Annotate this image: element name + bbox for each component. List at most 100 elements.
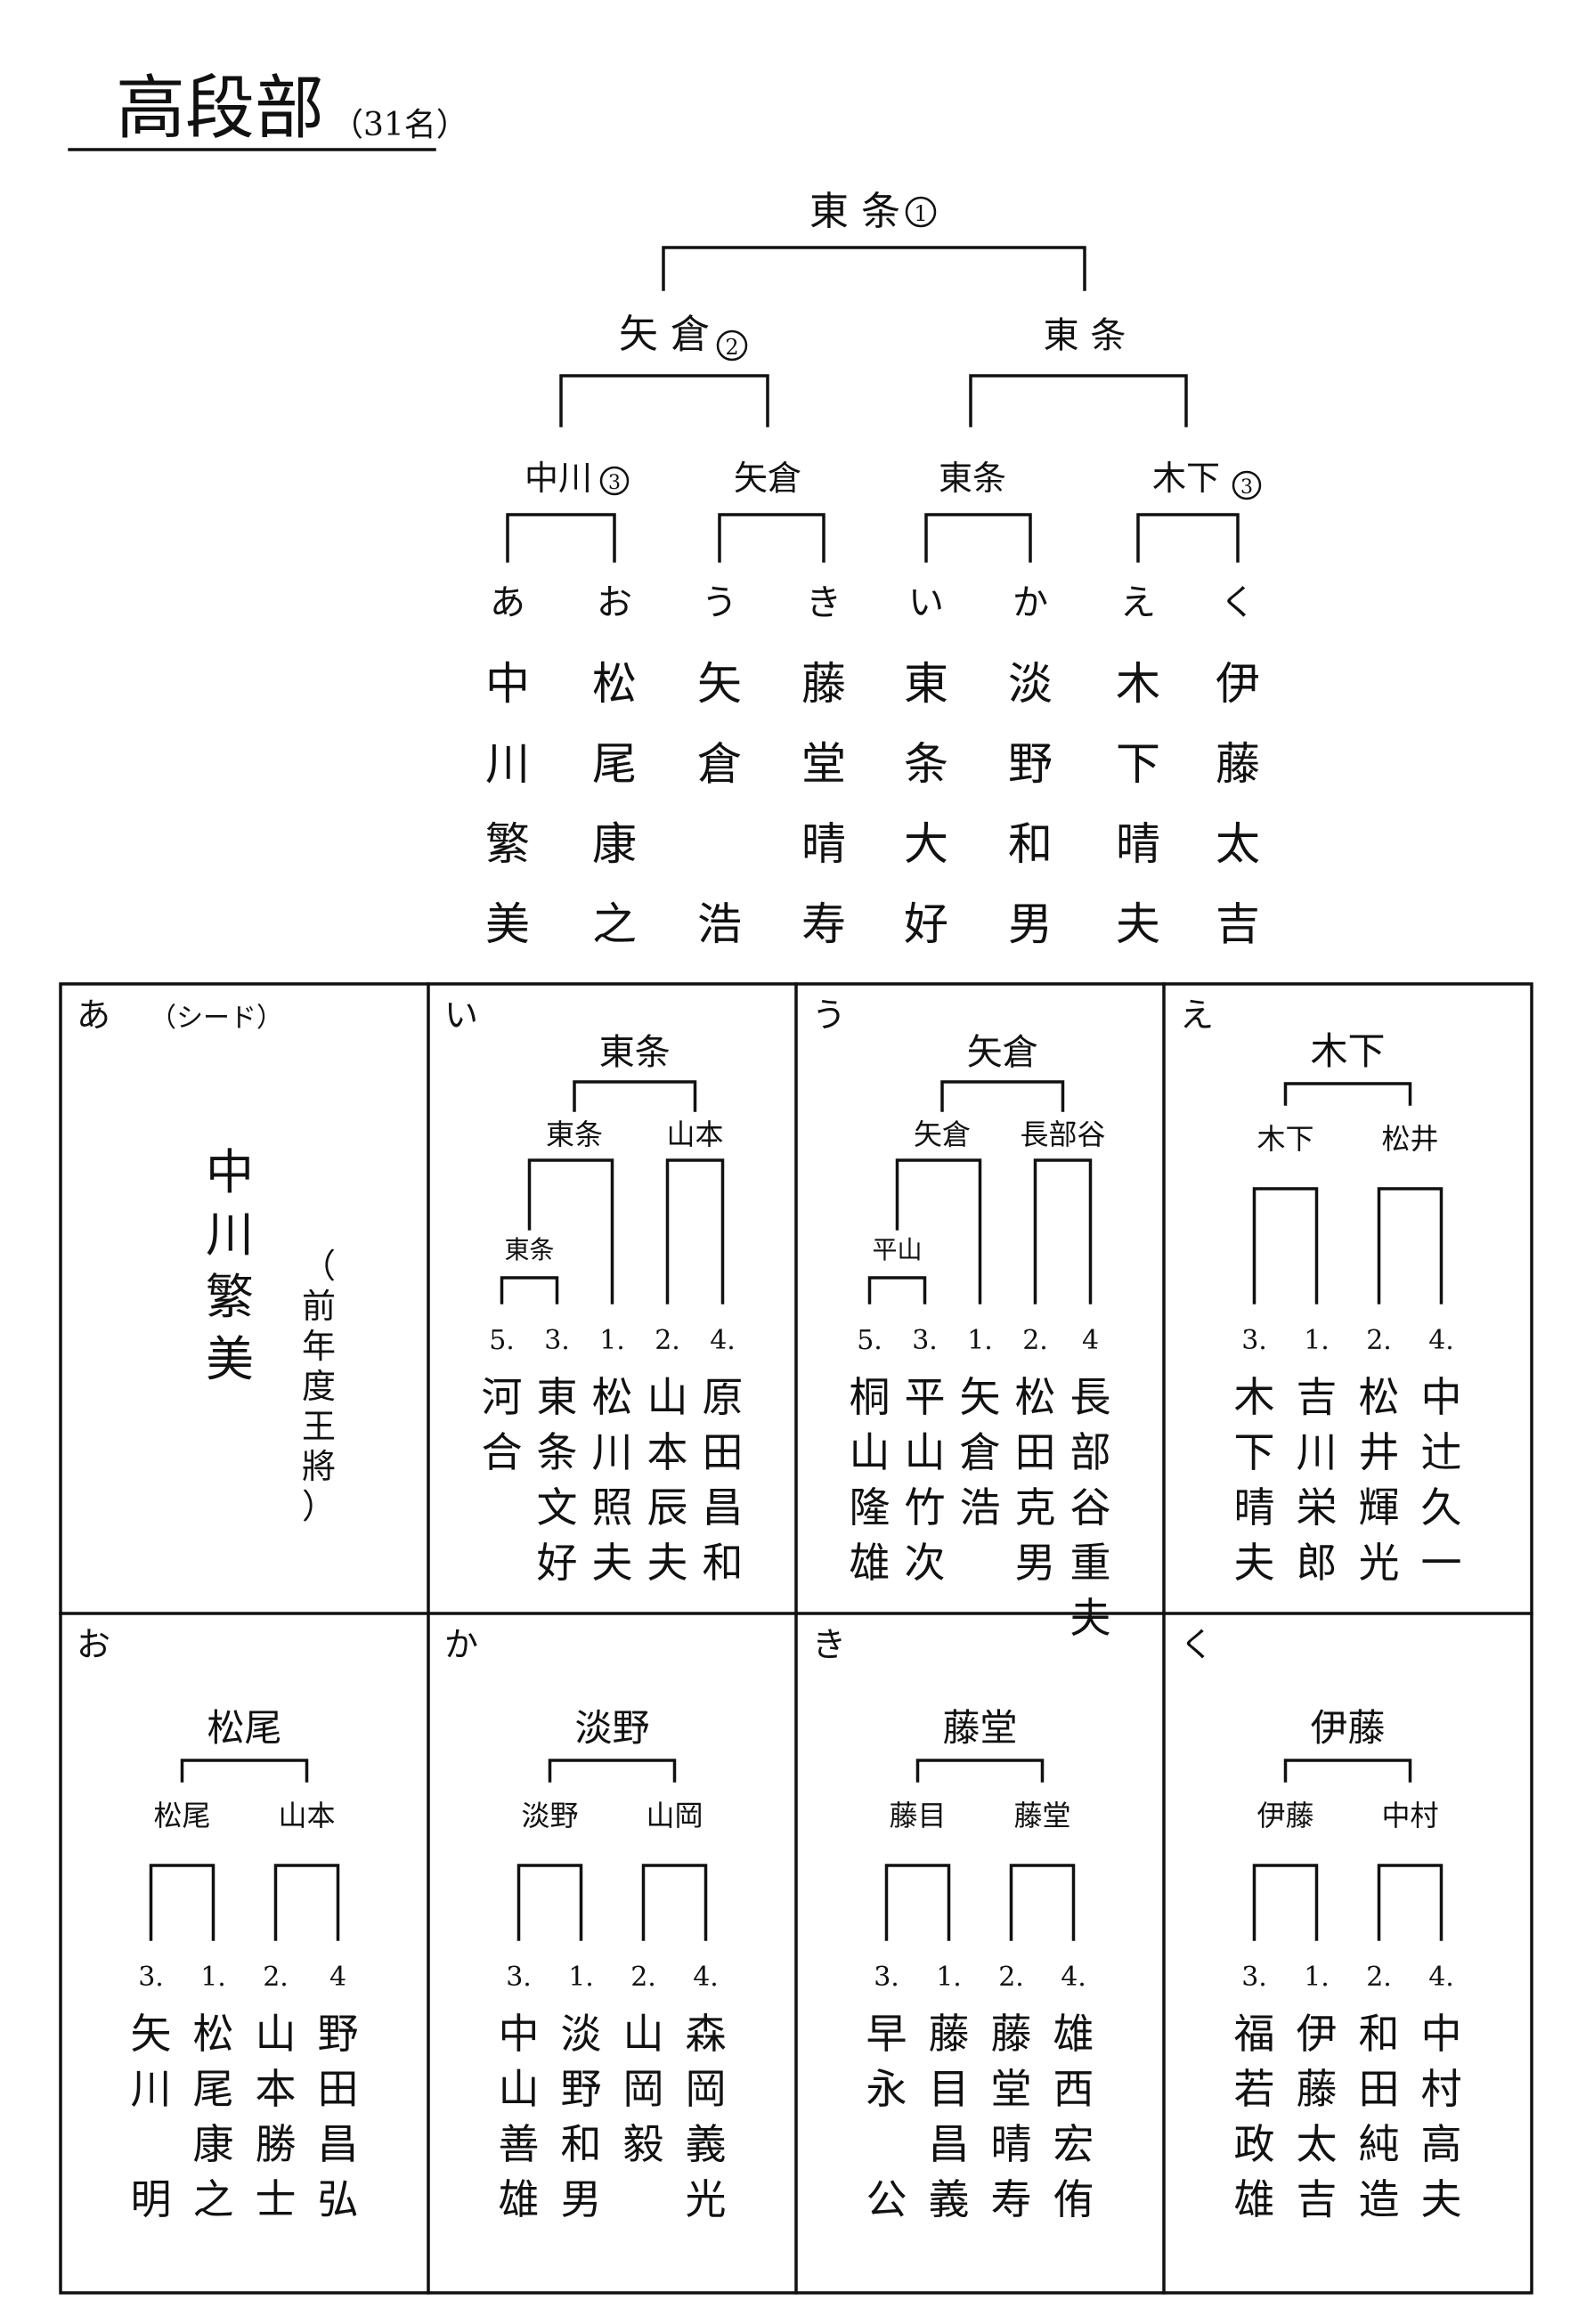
entrant-2-char-3: 文 [537, 1483, 578, 1532]
entrant-4-char-3: 辰 [647, 1483, 688, 1532]
seed-number-1: 3. [874, 1962, 899, 1993]
seed-number-5: 4 [1082, 1325, 1099, 1356]
entrant-3-char-2: 川 [592, 1428, 633, 1476]
block-key: え [1180, 995, 1214, 1035]
seed-number-4: 4 [329, 1962, 346, 1993]
seed-number-1: 3. [1241, 1962, 1267, 1993]
block-final-bracket [180, 1759, 309, 1783]
entrant-1-char-3: 晴 [1234, 1483, 1275, 1532]
entrant-1-char-2: 川 [131, 2065, 172, 2113]
entrant-4-char-3: 克 [1015, 1483, 1056, 1532]
entrant-1-char-1: 福 [1234, 2010, 1275, 2058]
entrant-3-char-1: 山 [256, 2010, 297, 2058]
entrant-1-char-4: 夫 [1234, 1539, 1275, 1587]
player-8-char-4: 吉 [1216, 898, 1260, 950]
entrant-3-char-2: 岡 [623, 2065, 664, 2113]
block-semi-right: 山本 [666, 1117, 723, 1151]
entrant-4-char-2: 西 [1053, 2065, 1094, 2113]
block-semi-left-bracket [516, 1864, 583, 1941]
player-4-char-3: 晴 [801, 818, 846, 870]
section-title: 高段部 [116, 69, 324, 149]
main-bracket: 東 条 1 矢 倉 2 東 条 中川 3 矢倉 東条 木下 3 [485, 189, 1262, 950]
block-winner: 木下 [1310, 1029, 1385, 1073]
player-7-char-1: 木 [1116, 658, 1160, 710]
seed-note-char-5: 王 [302, 1407, 336, 1446]
entrant-3-char-1: 和 [1359, 2010, 1400, 2058]
entrant-1-char-1: 河 [482, 1373, 523, 1421]
entrant-4-char-3: 高 [1421, 2120, 1462, 2168]
player-6-char-1: 淡 [1008, 658, 1053, 710]
entrant-2-char-4: 男 [561, 2175, 602, 2223]
player-key-8: く [1220, 582, 1256, 623]
entrant-1-char-2: 若 [1234, 2065, 1275, 2113]
block-semi-right: 松井 [1381, 1122, 1438, 1156]
entrant-2-char-1: 吉 [1297, 1373, 1338, 1421]
quarter-1-winner-circle-label: 3 [608, 472, 621, 494]
block-semi-left-bracket [884, 1864, 951, 1941]
semi-left-winner: 矢 倉 [619, 312, 710, 357]
block-semi-left-bracket [149, 1864, 216, 1941]
entrant-1-char-2: 合 [482, 1428, 523, 1476]
block-semi-left: 木下 [1256, 1122, 1313, 1156]
block-final-bracket [548, 1759, 677, 1783]
entrant-4-char-3: 昌 [318, 2120, 359, 2168]
entrant-1-char-2: 下 [1234, 1428, 1275, 1476]
entrant-3-char-1: 松 [1359, 1373, 1400, 1421]
quarter-4-bracket [1136, 513, 1240, 563]
entrant-2-char-2: 山 [905, 1428, 946, 1476]
entrant-3-char-3: 毅 [623, 2120, 664, 2168]
entrant-3-char-3: 純 [1359, 2120, 1400, 2168]
block-winner: 藤堂 [942, 1706, 1017, 1750]
quarter-1-bracket [506, 513, 616, 563]
entrant-2-char-3: 竹 [905, 1483, 946, 1532]
entrant-2-char-3: 昌 [929, 2120, 970, 2168]
seed-name-char-2: 川 [206, 1207, 254, 1263]
quarter-3-winner: 東条 [939, 459, 1006, 498]
player-2-char-3: 康 [592, 818, 637, 870]
block-final-bracket [915, 1759, 1045, 1783]
block-semi-left-bracket [895, 1158, 982, 1304]
block-7: き藤堂藤目藤堂3.1.2.4.早永公藤目昌義藤堂晴寿雄西宏侑 [812, 1625, 1094, 2223]
seed-number-4: 2. [1022, 1325, 1048, 1356]
entrant-1-char-3: 善 [499, 2120, 540, 2168]
seed-number-1: 5. [489, 1325, 515, 1356]
seed-number-2: 1. [1304, 1325, 1330, 1356]
seed-number-2: 1. [568, 1962, 594, 1993]
player-key-3: う [702, 582, 737, 623]
block-key: き [812, 1625, 846, 1664]
player-8-char-2: 藤 [1216, 738, 1260, 790]
player-7-char-3: 晴 [1116, 818, 1160, 870]
block-semi-right-bracket [665, 1158, 725, 1304]
seed-name-char-1: 中 [206, 1144, 254, 1200]
block-semi-right-bracket [273, 1864, 340, 1941]
block-semi-right-bracket [1033, 1158, 1093, 1304]
player-key-4: き [806, 582, 842, 623]
seed-note-char-4: 度 [302, 1367, 336, 1406]
semi-left-winner-circle-label: 2 [725, 335, 738, 360]
player-6-char-4: 男 [1008, 898, 1053, 950]
seed-note-char-6: 將 [302, 1447, 336, 1486]
entrant-1-char-4: 雄 [850, 1539, 891, 1587]
seed-note-char-1: （ [302, 1247, 336, 1286]
semi-left-bracket [559, 374, 769, 427]
entrant-3-char-3: 晴 [991, 2120, 1032, 2168]
block-semi-right: 山本 [278, 1799, 335, 1832]
block-winner: 東条 [599, 1032, 671, 1073]
seed-number-2: 1. [936, 1962, 962, 1993]
seed-number-1: 3. [138, 1962, 164, 1993]
player-5-char-2: 条 [904, 738, 948, 790]
block-semi-right-bracket [1377, 1187, 1444, 1304]
entrant-5-char-2: 部 [1070, 1428, 1111, 1476]
entrant-5-char-5: 夫 [1070, 1594, 1111, 1642]
semi-right-winner: 東 条 [1044, 315, 1126, 356]
entrant-3-char-2: 本 [256, 2065, 297, 2113]
entrant-1-char-2: 山 [850, 1428, 891, 1476]
blocks: あ（シード）中川繁美（前年度王將）い東条東条山本東条5.3.1.2.4.河合東条… [77, 995, 1462, 2223]
block-semi-left: 伊藤 [1256, 1799, 1313, 1832]
seed-number-3: 2. [1366, 1962, 1392, 1993]
entrant-4-char-1: 森 [686, 2010, 727, 2058]
entrant-1-char-2: 山 [499, 2065, 540, 2113]
block-semi-right: 藤堂 [1013, 1799, 1070, 1832]
entrant-4-char-1: 山 [647, 1373, 688, 1421]
